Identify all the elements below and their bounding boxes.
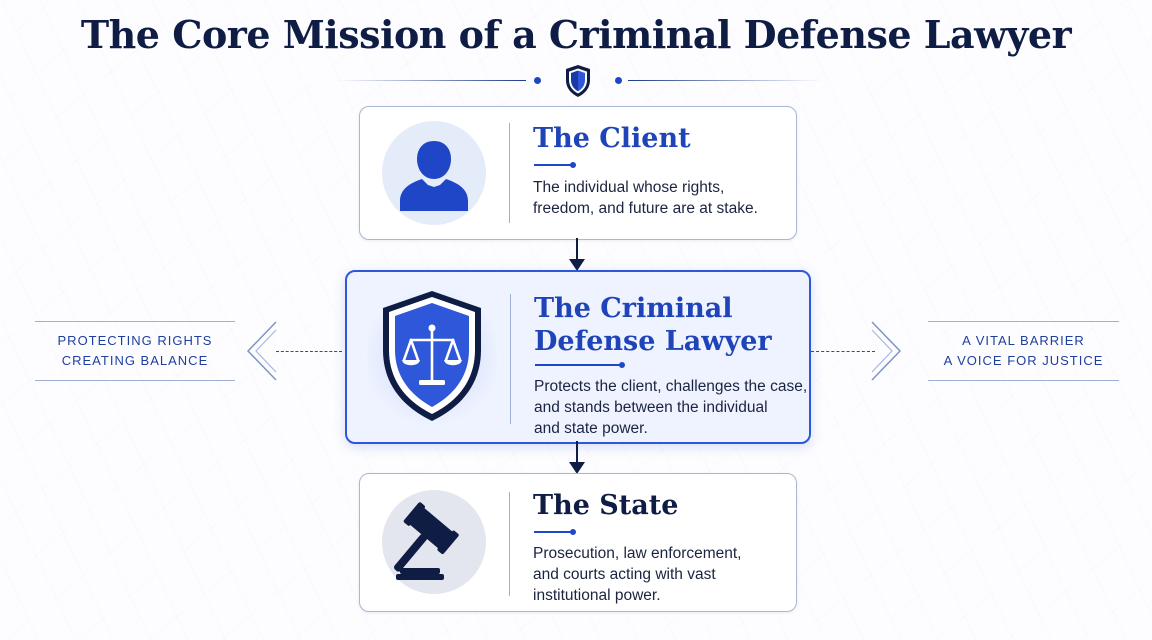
shield-scales-icon (383, 291, 481, 421)
edge-lawyer-state (576, 441, 578, 463)
lawyer-divider (510, 294, 511, 424)
lawyer-heading-rule (535, 362, 625, 368)
gavel-icon (394, 502, 459, 580)
lawyer-line-3: and state power. (534, 420, 648, 437)
side-label-left: PROTECTING RIGHTS CREATING BALANCE (35, 321, 235, 381)
edge-lawyer-state-arrowhead (569, 462, 585, 474)
title-rule-dot-right (615, 77, 622, 84)
title-rule-dot-left (534, 77, 541, 84)
side-label-right: A VITAL BARRIER A VOICE FOR JUSTICE (928, 321, 1119, 381)
node-client: The Client The individual whose rights, … (359, 106, 797, 240)
state-line-3: institutional power. (533, 587, 661, 604)
side-right-line-2: A VOICE FOR JUSTICE (943, 353, 1104, 368)
lawyer-line-2: and stands between the individual (534, 399, 768, 416)
state-heading-rule (534, 529, 576, 535)
client-divider (509, 123, 510, 223)
state-heading: The State (533, 490, 679, 521)
node-lawyer: The Criminal Defense Lawyer Protects the… (345, 270, 811, 444)
title-rule-left (336, 80, 526, 81)
title-rule-right (628, 80, 822, 81)
lawyer-heading-line-1: The Criminal (534, 293, 733, 324)
client-heading-rule (534, 162, 576, 168)
person-icon (400, 141, 468, 211)
state-divider (509, 492, 510, 596)
client-icon-circle (382, 121, 486, 225)
title-shield-icon (566, 65, 590, 97)
state-icon-circle (382, 490, 486, 594)
side-left-line-1: PROTECTING RIGHTS (57, 333, 213, 348)
page-title: The Core Mission of a Criminal Defense L… (80, 12, 1072, 57)
side-left-line-2: CREATING BALANCE (61, 353, 209, 368)
client-heading: The Client (533, 123, 691, 154)
edge-client-lawyer (576, 238, 578, 260)
lawyer-heading-line-2: Defense Lawyer (534, 326, 772, 357)
node-state: The State Prosecution, law enforcement, … (359, 473, 797, 612)
client-description: The individual whose rights, freedom, an… (533, 177, 758, 219)
client-line-1: The individual whose rights, (533, 179, 725, 196)
lawyer-heading: The Criminal Defense Lawyer (534, 292, 772, 358)
chevron-right-icon (871, 321, 902, 381)
state-description: Prosecution, law enforcement, and courts… (533, 543, 742, 606)
lawyer-description: Protects the client, challenges the case… (534, 376, 807, 439)
edge-lawyer-left (276, 351, 342, 352)
lawyer-line-1: Protects the client, challenges the case… (534, 378, 808, 395)
edge-client-lawyer-arrowhead (569, 259, 585, 271)
side-right-line-1: A VITAL BARRIER (962, 333, 1085, 348)
chevron-left-icon (246, 321, 277, 381)
edge-lawyer-right (811, 351, 875, 352)
state-line-1: Prosecution, law enforcement, (533, 545, 742, 562)
client-line-2: freedom, and future are at stake. (533, 200, 758, 217)
state-line-2: and courts acting with vast (533, 566, 716, 583)
